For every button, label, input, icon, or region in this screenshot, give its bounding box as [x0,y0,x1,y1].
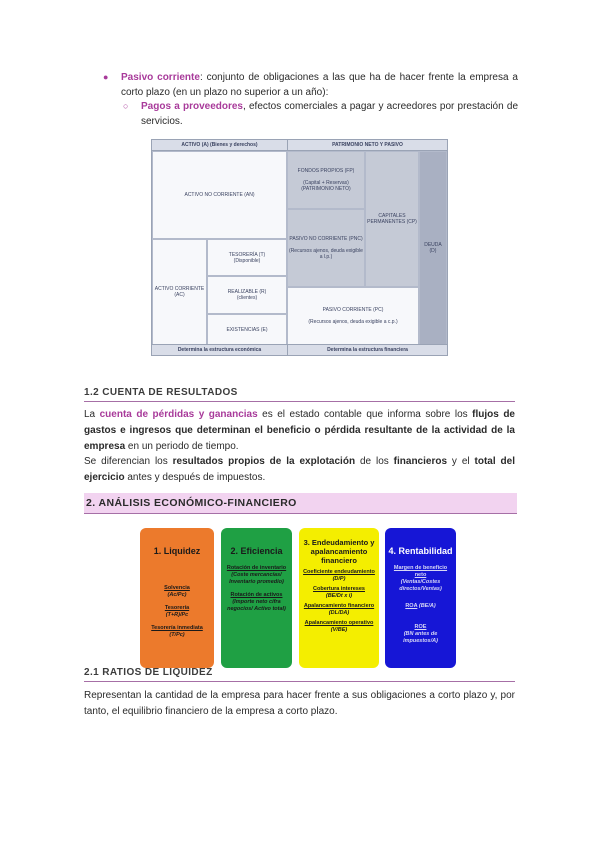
activo-corriente-cell: ACTIVO CORRIENTE (AC) [152,239,207,345]
ratio-box-liquidez: 1. Liquidez Solvencia(Ac/Pc) Tesorería(T… [140,528,214,668]
section-heading-analisis: 2. ANÁLISIS ECONÓMICO-FINANCIERO [84,493,517,514]
bullet-pagos-proveedores: ○ Pagos a proveedores, efectos comercial… [123,101,519,127]
existencias-cell: EXISTENCIAS (E) [207,314,287,345]
balance-footer-right: Determina la estructura financiera [287,344,447,355]
paragraph-cuenta-resultados: La cuenta de pérdidas y ganancias es el … [84,409,515,452]
ratio-box-endeudamiento: 3. Endeudamiento y apalancamiento financ… [299,528,379,668]
ratio-box-rentabilidad: 4. Rentabilidad Margen de beneficio neto… [385,528,456,668]
paragraph-ratios-liquidez: Representan la cantidad de la empresa pa… [84,690,515,717]
balance-sheet-diagram: ACTIVO (A) (Bienes y derechos) PATRIMONI… [151,139,448,356]
ratio-box-eficiencia: 2. Eficiencia Rotación de inventario(Cos… [221,528,292,668]
bullet-dot-icon: ● [103,72,109,82]
activo-no-corriente-cell: ACTIVO NO CORRIENTE (AN) [152,151,287,239]
balance-footer-left: Determina la estructura económica [152,344,287,355]
capitales-permanentes-cell: CAPITALES PERMANENTES (CP) [365,151,419,287]
bullet-pasivo-corriente: ● Pasivo corriente: conjunto de obligaci… [103,72,518,98]
section-heading-ratios-liquidez: 2.1 RATIOS DE LIQUIDEZ [84,667,515,682]
section-heading-cuenta-resultados: 1.2 CUENTA DE RESULTADOS [84,387,515,402]
realizable-cell: REALIZABLE (R)(clientes) [207,276,287,314]
balance-header-right: PATRIMONIO NETO Y PASIVO [287,140,447,151]
balance-header-left: ACTIVO (A) (Bienes y derechos) [152,140,287,151]
paragraph-resultados-explotacion: Se diferencian los resultados propios de… [84,456,515,483]
tesoreria-cell: TESORERÍA (T)(Disponible) [207,239,287,276]
pasivo-no-corriente-cell: PASIVO NO CORRIENTE (PNC)(Recursos ajeno… [287,209,365,287]
bullet-circle-icon: ○ [123,101,129,111]
deuda-cell: DEUDA (D) [419,151,447,345]
pasivo-corriente-cell: PASIVO CORRIENTE (PC)(Recursos ajenos, d… [287,287,419,345]
fondos-propios-cell: FONDOS PROPIOS (FP)(Capital + Reservas) … [287,151,365,209]
